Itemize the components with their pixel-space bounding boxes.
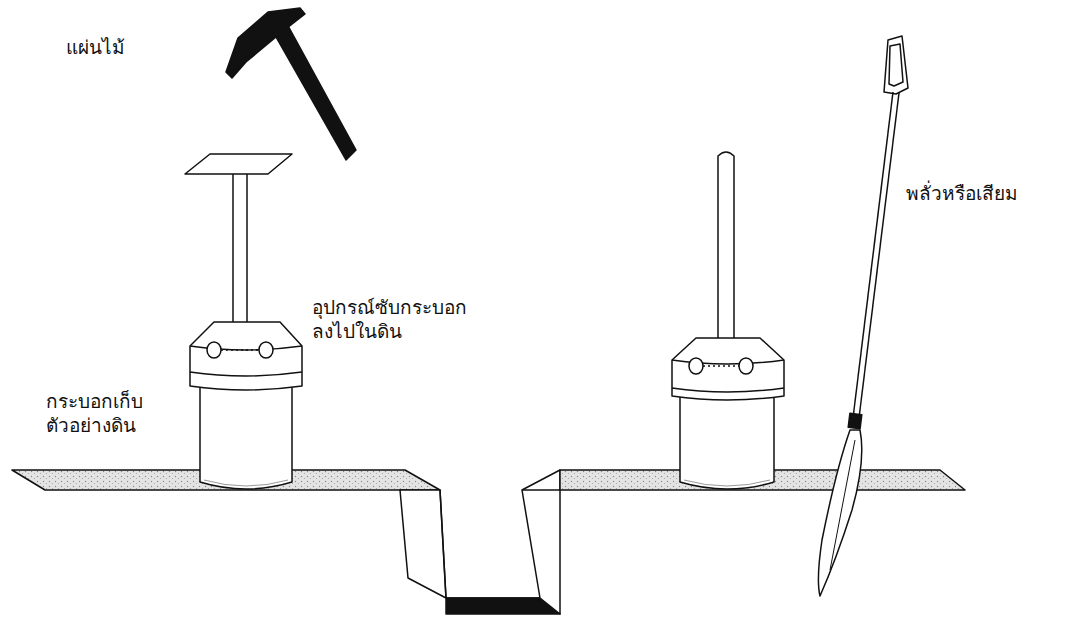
shovel: [818, 36, 908, 596]
sample-cylinder: [680, 392, 774, 489]
part-label: กระบอกเก็บ ตัวอย่างดิน: [46, 390, 170, 438]
part-label: พลั่วหรือเสียม: [906, 182, 1066, 206]
cylinder-driver: [190, 170, 302, 390]
hammer: [226, 8, 356, 160]
wooden-board: [185, 154, 292, 174]
part-label: แผ่นไม้: [66, 36, 186, 60]
pit-wall: [400, 490, 446, 598]
cylinder-driver: [672, 152, 784, 400]
pit-wall: [522, 470, 560, 614]
part-label: อุปกรณ์ซับกระบอก ลงไปในดิน: [312, 296, 492, 344]
